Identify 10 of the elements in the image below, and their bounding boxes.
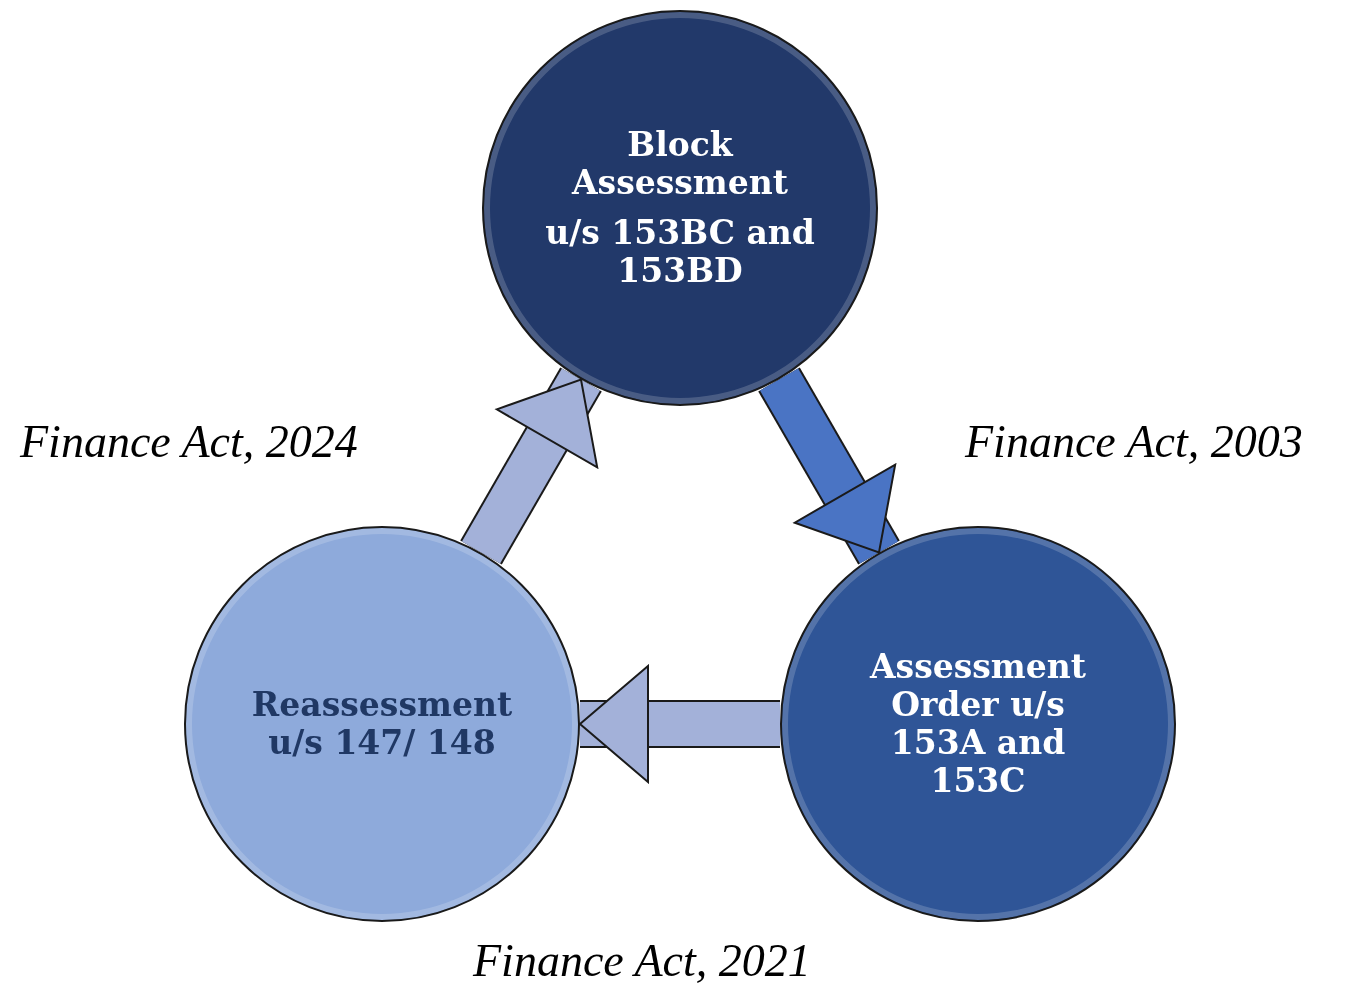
node-text: Reassessment u/s 147/ 148 bbox=[250, 686, 514, 762]
arrow-caption: Finance Act, 2024 bbox=[20, 415, 358, 468]
block-arrow bbox=[461, 368, 601, 564]
node-text: Block Assessment bbox=[570, 126, 790, 202]
node-text: u/s 153BC and 153BD bbox=[544, 214, 816, 290]
arrow-caption: Finance Act, 2003 bbox=[965, 415, 1303, 468]
arrow-caption: Finance Act, 2021 bbox=[473, 934, 811, 987]
block-arrow bbox=[579, 665, 780, 783]
block-arrow bbox=[759, 368, 899, 564]
node-text: Assessment Order u/s 153A and 153C bbox=[868, 648, 1088, 800]
